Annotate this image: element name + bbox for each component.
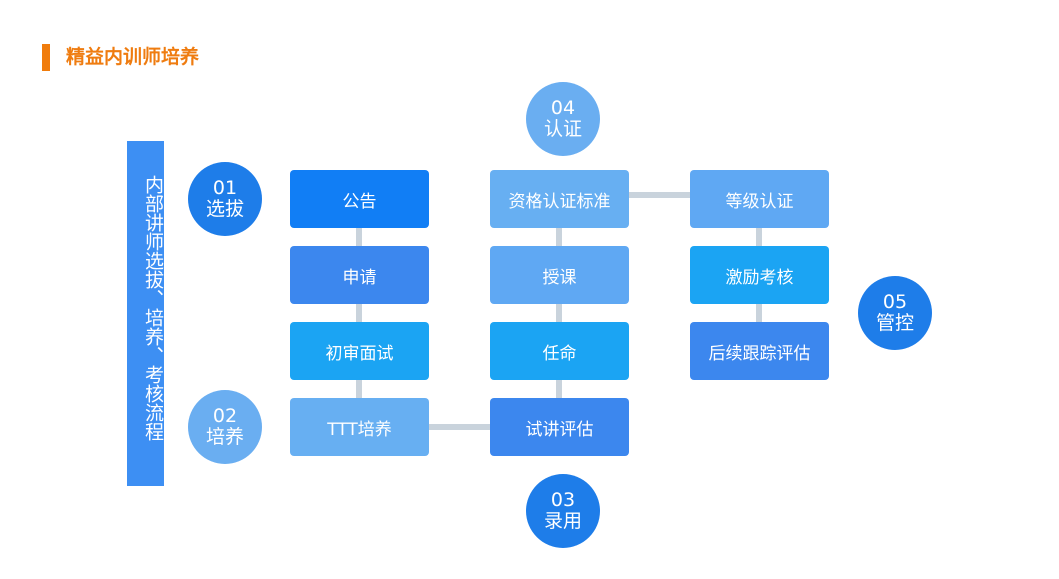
stage-number: 05 bbox=[882, 291, 908, 313]
connector-qual-to-level bbox=[628, 192, 690, 198]
page-title: 精益内训师培养 bbox=[66, 46, 200, 68]
stage-05-circle: 05 管控 bbox=[858, 276, 932, 350]
stage-label: 录用 bbox=[543, 510, 582, 532]
stage-number: 01 bbox=[212, 177, 238, 199]
connector-col1 bbox=[356, 228, 362, 398]
stage-label: 认证 bbox=[543, 118, 582, 140]
stage-label: 培养 bbox=[205, 426, 244, 448]
stage-label: 管控 bbox=[875, 312, 914, 334]
stage-label: 选拔 bbox=[205, 198, 244, 220]
step-teaching: 授课 bbox=[490, 246, 629, 304]
stage-02-circle: 02 培养 bbox=[188, 390, 262, 464]
side-label-bar: 内部讲师选拔、培养、考核流程 bbox=[127, 141, 164, 486]
step-trial-evaluation: 试讲评估 bbox=[490, 398, 629, 456]
step-follow-up-evaluation: 后续跟踪评估 bbox=[690, 322, 829, 380]
title-accent-bar bbox=[42, 44, 50, 71]
stage-04-circle: 04 认证 bbox=[526, 82, 600, 156]
stage-01-circle: 01 选拔 bbox=[188, 162, 262, 236]
side-label-text-wrap: 内部讲师选拔、培养、考核流程 bbox=[127, 175, 164, 441]
side-label-text: 内部讲师选拔、培养、考核流程 bbox=[142, 175, 164, 441]
stage-03-circle: 03 录用 bbox=[526, 474, 600, 548]
step-initial-interview: 初审面试 bbox=[290, 322, 429, 380]
step-level-certification: 等级认证 bbox=[690, 170, 829, 228]
step-qualification-standard: 资格认证标准 bbox=[490, 170, 629, 228]
step-announcement: 公告 bbox=[290, 170, 429, 228]
step-appointment: 任命 bbox=[490, 322, 629, 380]
step-ttt-training: TTT培养 bbox=[290, 398, 429, 456]
step-application: 申请 bbox=[290, 246, 429, 304]
step-incentive-assessment: 激励考核 bbox=[690, 246, 829, 304]
connector-ttt-to-trial bbox=[428, 424, 490, 430]
stage-number: 04 bbox=[550, 97, 576, 119]
connector-col2 bbox=[556, 228, 562, 398]
stage-number: 03 bbox=[550, 489, 576, 511]
stage-number: 02 bbox=[212, 405, 238, 427]
